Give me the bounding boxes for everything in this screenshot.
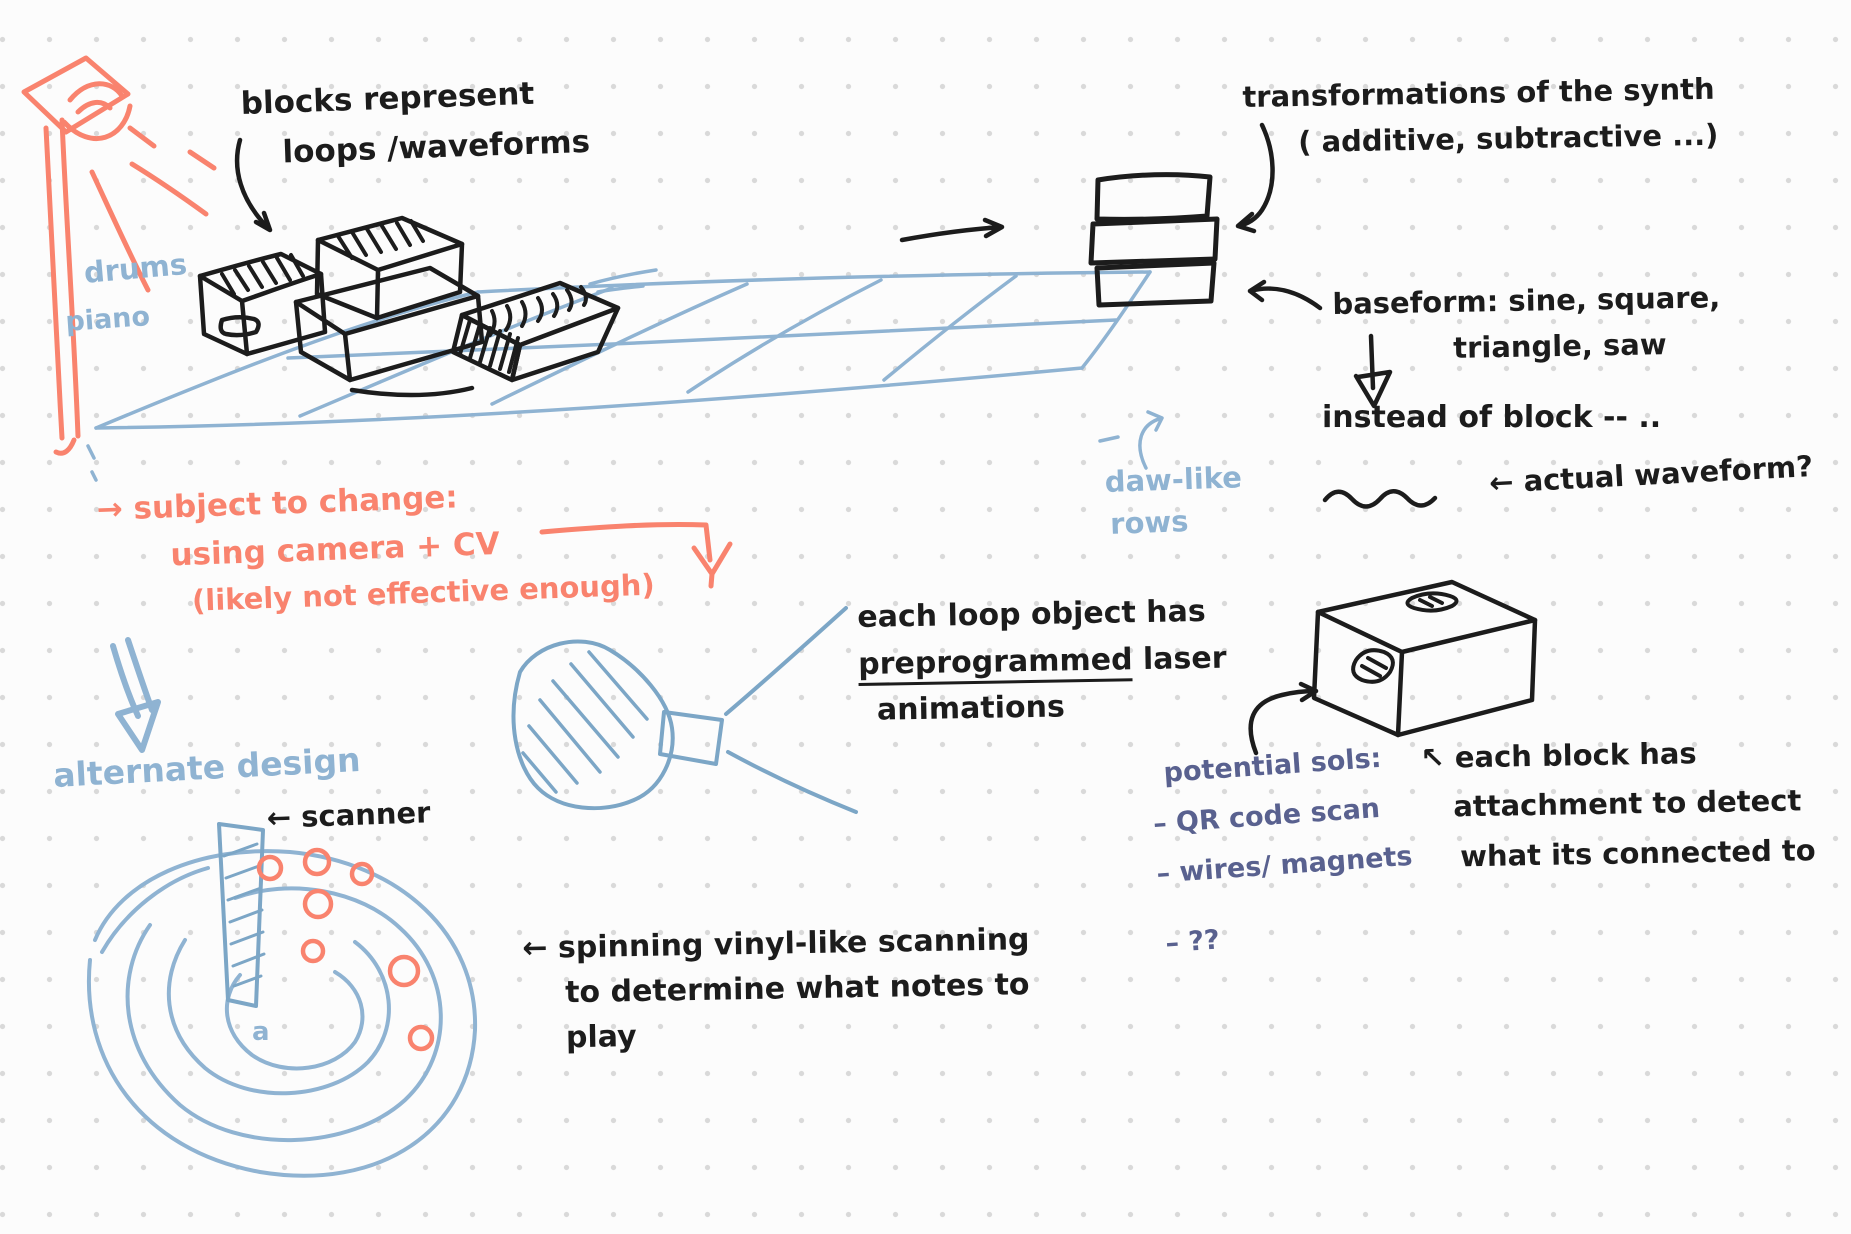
drums-label: drums <box>82 241 189 296</box>
scanner-text: ← scanner <box>266 795 431 835</box>
spinning-line3: play <box>565 1019 637 1056</box>
drums-text: drums <box>82 246 189 290</box>
instead-note: instead of block -- .. <box>1322 394 1661 442</box>
each-block-line2: attachment to detect <box>1452 783 1802 824</box>
stacked-rows-sketch <box>1088 172 1220 308</box>
spinning-line2: to determine what notes to <box>564 967 1030 1011</box>
vinyl-center-mark: a <box>252 1012 270 1054</box>
blocks-note: blocks represent loops /waveforms <box>240 68 591 179</box>
vinyl-center-text: a <box>252 1017 270 1047</box>
each-loop-line2-rest: laser <box>1132 640 1227 677</box>
alternate-arrow-sketch <box>110 637 161 753</box>
each-block-line3: what its connected to <box>1459 832 1816 873</box>
instead-note-line1: instead of block -- .. <box>1322 400 1662 435</box>
baseform-note: baseform: sine, square, triangle, saw <box>1332 274 1721 374</box>
lamp-sketch <box>21 55 217 456</box>
each-loop-note: each loop object has preprogrammed laser… <box>857 589 1228 735</box>
each-block-line1: ↖ each block has <box>1420 736 1697 775</box>
orange-arrow-sketch <box>539 521 733 589</box>
potential-sols-note: potential sols: – QR code scan – wires/ … <box>1152 732 1419 968</box>
transformations-note-line2: ( additive, subtractive ...) <box>1297 118 1719 160</box>
laser-projector-sketch <box>511 606 858 814</box>
vinyl-notes-sketch <box>256 847 435 1052</box>
scanner-arm-sketch <box>217 822 266 1008</box>
each-block-note: ↖ each block has attachment to detect wh… <box>1420 727 1816 882</box>
vinyl-spiral-sketch <box>87 849 478 1178</box>
daw-rows-label: daw-like rows <box>1104 456 1244 545</box>
black-arrows-sketch <box>234 122 1438 756</box>
each-loop-line1: each loop object has <box>857 593 1206 635</box>
each-loop-line3: animations <box>876 689 1066 728</box>
transformations-note: transformations of the synth ( additive,… <box>1242 66 1719 167</box>
daw-rows-line2: rows <box>1109 504 1190 541</box>
scanner-label: ← scanner <box>266 789 431 841</box>
each-loop-line2: preprogrammed laser <box>857 635 1227 688</box>
transformations-note-line1: transformations of the synth <box>1242 71 1715 114</box>
subject-note: → subject to change: using camera + CV (… <box>96 467 655 627</box>
spinning-note: ← spinning vinyl-like scanning to determ… <box>522 917 1031 1061</box>
each-loop-underlined-word: preprogrammed <box>857 641 1133 686</box>
piano-text: piano <box>64 301 151 338</box>
baseform-note-line1: baseform: sine, square, <box>1332 280 1721 321</box>
loop-blocks-sketch <box>197 215 621 398</box>
grid-sketch <box>86 268 1164 482</box>
daw-rows-line1: daw-like <box>1104 460 1243 499</box>
piano-label: piano <box>64 295 151 344</box>
attachment-block-sketch <box>1311 579 1538 738</box>
baseform-note-line2: triangle, saw <box>1452 327 1667 366</box>
